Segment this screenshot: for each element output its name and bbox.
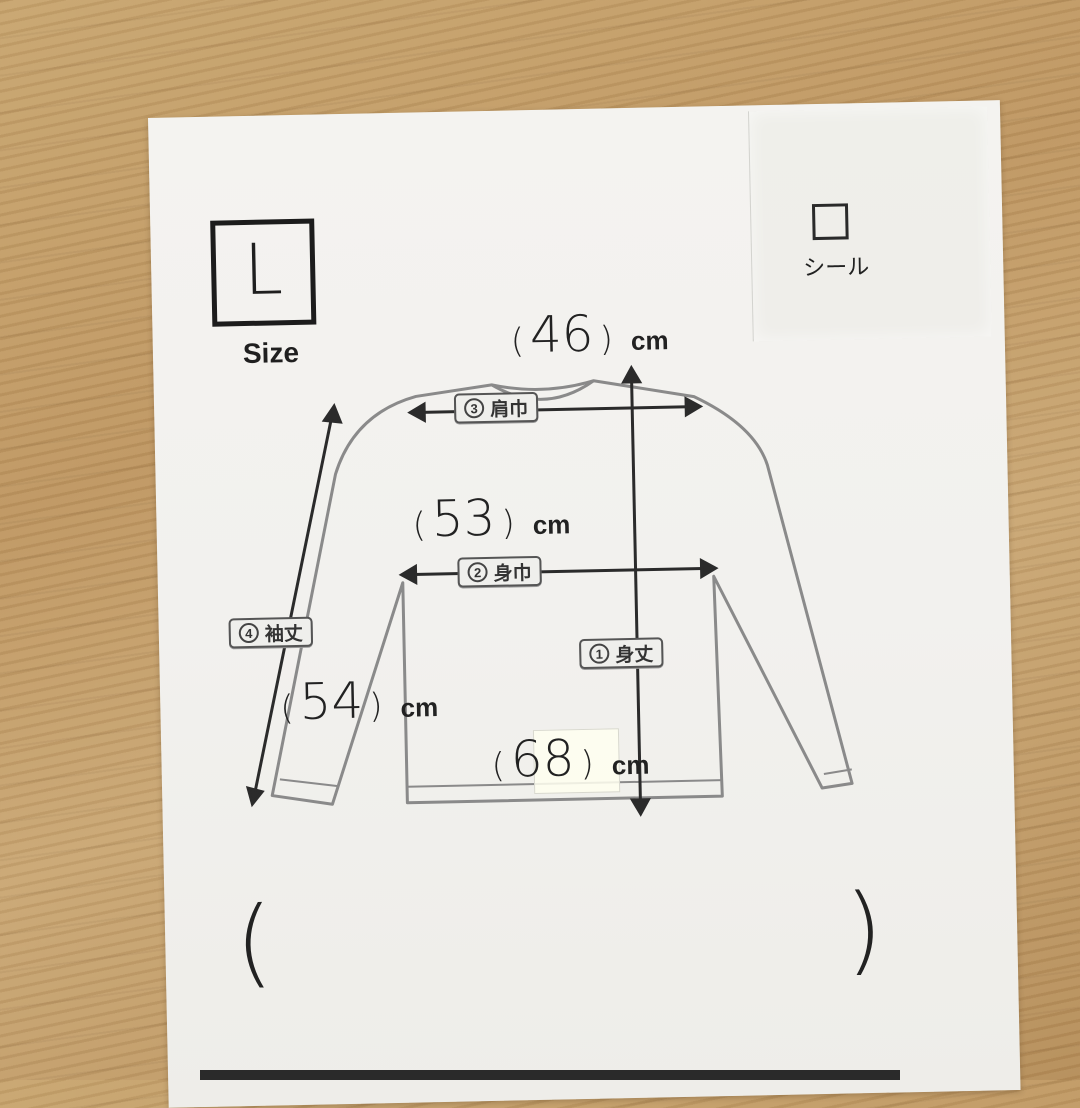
shoulder-unit: cm (630, 325, 669, 356)
chest-value: 53 (431, 488, 496, 549)
body-length-label: 身丈 (615, 644, 654, 666)
sleeve-length-number: 4 (238, 622, 260, 644)
body-length-number: 1 (589, 643, 610, 664)
body-length-value: 68 (510, 729, 575, 789)
chest-width-number: 2 (467, 561, 488, 583)
shoulder-width-label: 肩巾 (489, 398, 529, 421)
body-length-unit: cm (611, 749, 650, 781)
sleeve-measurement: ( 54 ) cm (279, 671, 439, 731)
shoulder-width-tag: 3 肩巾 (453, 391, 539, 424)
shoulder-value: 46 (529, 304, 595, 365)
sweater-diagram (245, 364, 854, 817)
chest-measurement: ( 53 ) cm (412, 488, 571, 549)
sleeve-length-tag: 4 袖丈 (228, 616, 314, 649)
body-length-measurement: ( 68 ) cm (491, 729, 650, 789)
chest-width-tag: 2 身巾 (457, 555, 542, 588)
shoulder-measurement: ( 46 ) cm (510, 304, 669, 365)
chest-unit: cm (532, 509, 571, 541)
sleeve-unit: cm (400, 692, 439, 723)
measurement-card: シール L Size (148, 100, 1021, 1108)
sleeve-value: 54 (298, 671, 364, 731)
note-paren-left: ( (234, 885, 274, 999)
body-length-tag: 1 身丈 (579, 637, 664, 670)
chest-width-label: 身巾 (493, 562, 532, 585)
note-paren-right: ) (843, 872, 884, 986)
bottom-edge-bar (200, 1070, 900, 1080)
shoulder-width-number: 3 (463, 398, 485, 419)
sleeve-length-label: 袖丈 (264, 623, 304, 646)
